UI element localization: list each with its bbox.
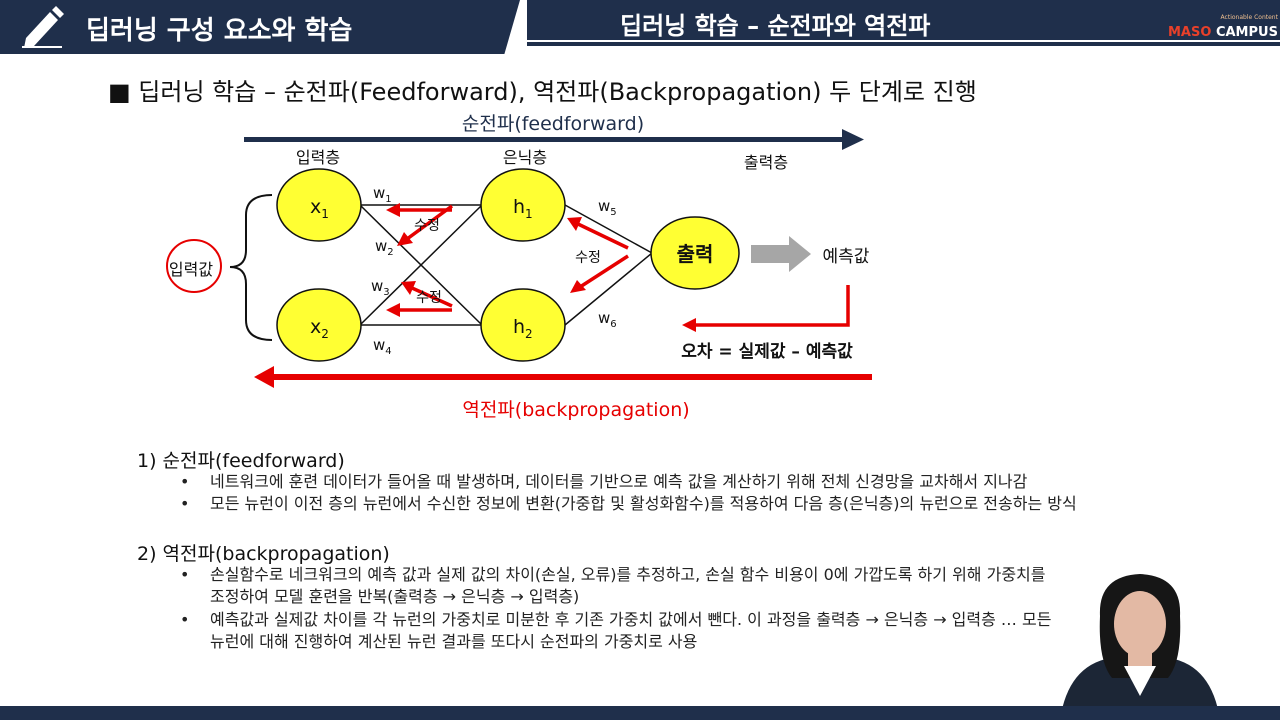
weight-w3: w3 xyxy=(371,277,390,298)
pencil-icon xyxy=(22,6,64,48)
section-title: 딥러닝 학습 – 순전파와 역전파 xyxy=(620,12,931,40)
forward-arrow xyxy=(244,129,864,150)
weight-w2: w2 xyxy=(375,237,394,258)
weight-w1: w1 xyxy=(373,184,392,205)
update-arrows-right xyxy=(567,217,629,293)
backward-arrow xyxy=(254,366,872,388)
header-bar: 딥러닝 구성 요소와 학습 딥러닝 학습 – 순전파와 역전파 Actionab… xyxy=(0,0,1280,54)
weight-w6: w6 xyxy=(598,309,617,330)
node-h2 xyxy=(480,288,566,362)
connections xyxy=(359,204,653,326)
section2-title: 2) 역전파(backpropagation) xyxy=(137,543,390,565)
weight-w5: w5 xyxy=(598,197,617,218)
footer-bar xyxy=(0,706,1280,720)
backward-label: 역전파(backpropagation) xyxy=(462,399,689,421)
network-diagram: 순전파(feedforward) 입력층 은닉층 출력층 입력값 x1 x2 h… xyxy=(166,113,872,421)
node-output-label: 출력 xyxy=(677,242,714,266)
bullet-dot: • xyxy=(180,565,190,584)
prediction-arrow xyxy=(751,236,811,272)
prediction-label: 예측값 xyxy=(823,247,870,267)
header-left-panel xyxy=(0,0,520,54)
weight-w4: w4 xyxy=(373,336,392,357)
input-value-circle xyxy=(166,239,222,293)
node-h1 xyxy=(480,168,566,242)
section1-bullet1: • 네트워크에 훈련 데이터가 들어올 때 발생하며, 데이터를 기반으로 예측… xyxy=(180,471,1028,493)
layer-input-label: 입력층 xyxy=(296,148,340,167)
section2-bullet2: • 예측값과 실제값 차이를 각 뉴런의 가중치로 미분한 후 기존 가중치 값… xyxy=(180,609,1052,653)
section2-bullet1: • 손실함수로 네크워크의 예측 값과 실제 값의 차이(손실, 오류)를 추정… xyxy=(180,564,1046,608)
modify-label-2: 수정 xyxy=(416,290,442,306)
logo-campus: CAMPUS xyxy=(1215,25,1278,40)
input-bracket xyxy=(229,194,273,341)
update-arrows-left xyxy=(386,203,454,317)
presenter-video xyxy=(1060,574,1220,720)
error-arrowhead xyxy=(682,318,696,332)
header-right-panel xyxy=(527,0,1280,40)
node-output xyxy=(650,216,740,290)
modify-label-3: 수정 xyxy=(575,250,601,266)
node-x2 xyxy=(276,288,362,362)
header-underline xyxy=(527,42,1280,46)
section2-bullet2-line2: 뉴런에 대해 진행하여 계산된 뉴런 결과를 또다시 순전파의 가중치로 사용 xyxy=(210,632,698,651)
forward-label: 순전파(feedforward) xyxy=(462,113,644,135)
logo-tagline: Actionable Content xyxy=(1220,14,1278,21)
layer-output-label: 출력층 xyxy=(744,153,788,172)
input-value-label: 입력값 xyxy=(169,260,213,279)
section2-bullet1-line1: 손실함수로 네크워크의 예측 값과 실제 값의 차이(손실, 오류)를 추정하고… xyxy=(210,565,1046,584)
node-h1-label: h1 xyxy=(513,196,533,221)
node-x1 xyxy=(276,168,362,242)
error-label: 오차 = 실제값 – 예측값 xyxy=(681,342,853,362)
node-x1-label: x1 xyxy=(310,196,329,221)
bullet-dot: • xyxy=(180,610,190,629)
section1-bullet1-text: 네트워크에 훈련 데이터가 들어올 때 발생하며, 데이터를 기반으로 예측 값… xyxy=(210,472,1028,491)
modify-label-1: 수정 xyxy=(414,218,440,234)
maso-campus-logo: Actionable Content MASO CAMPUS xyxy=(1168,14,1278,40)
layer-hidden-label: 은닉층 xyxy=(503,148,547,167)
section1-title: 1) 순전파(feedforward) xyxy=(137,450,345,472)
header-title: 딥러닝 구성 요소와 학습 xyxy=(86,16,353,46)
section1-bullet2: • 모든 뉴런이 이전 층의 뉴런에서 수신한 정보에 변환(가중합 및 활성화… xyxy=(180,493,1077,515)
logo-maso: MASO xyxy=(1168,25,1212,40)
error-arrow xyxy=(694,285,850,327)
node-x2-label: x2 xyxy=(310,316,329,341)
section2-bullet1-line2: 조정하여 모델 훈련을 반복(출력층 → 은닉층 → 입력층) xyxy=(210,587,580,606)
bullet-dot: • xyxy=(180,472,190,491)
node-h2-label: h2 xyxy=(513,316,533,341)
bullet-dot: • xyxy=(180,494,190,513)
slide-heading: ■ 딥러닝 학습 – 순전파(Feedforward), 역전파(Backpro… xyxy=(108,78,977,106)
section2-bullet2-line1: 예측값과 실제값 차이를 각 뉴런의 가중치로 미분한 후 기존 가중치 값에서… xyxy=(210,610,1052,629)
section1-bullet2-text: 모든 뉴런이 이전 층의 뉴런에서 수신한 정보에 변환(가중합 및 활성화함수… xyxy=(210,494,1077,513)
